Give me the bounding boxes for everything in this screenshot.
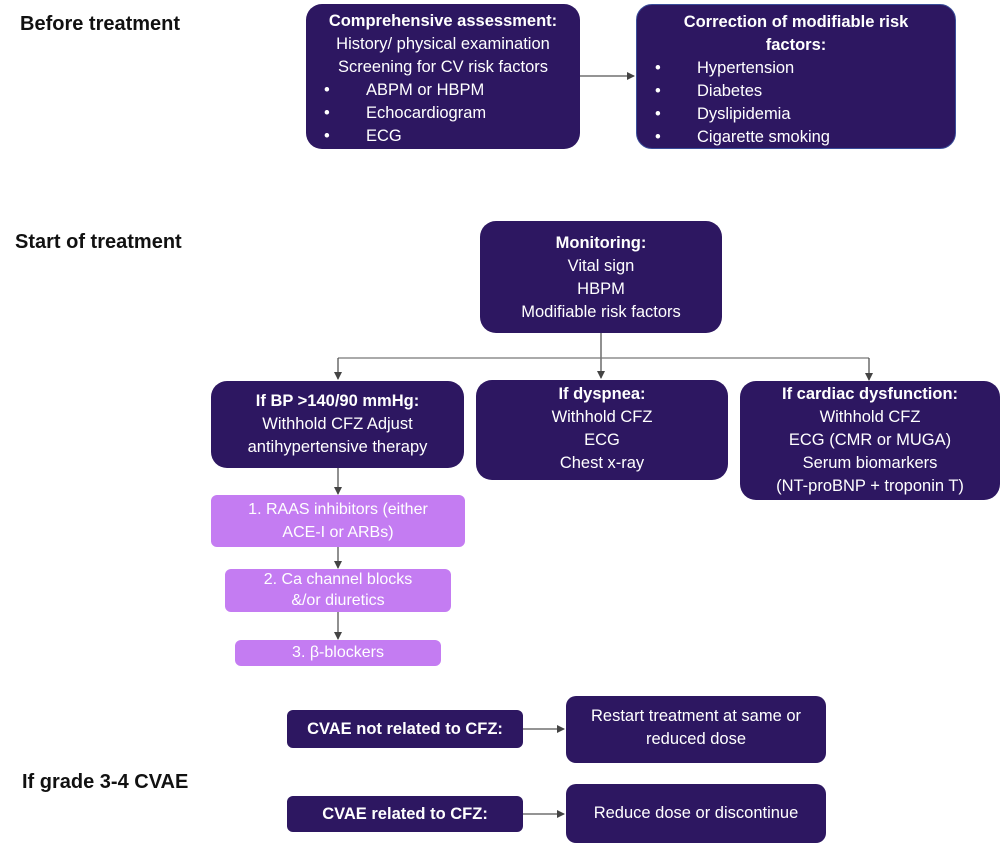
correction-bullet-item: • Hypertension	[637, 57, 955, 80]
bullet-text: Echocardiogram	[366, 104, 487, 122]
cardiac-line: ECG (CMR or MUGA)	[788, 431, 952, 449]
monitoring-line: HBPM	[577, 280, 625, 298]
assessment-line: History/ physical examination	[336, 35, 550, 53]
cvae-related-label: CVAE related to CFZ:	[322, 805, 488, 823]
bullet-icon: •	[324, 127, 330, 145]
bullet-text: Diabetes	[697, 82, 763, 100]
cvae-not-related-label: CVAE not related to CFZ:	[307, 720, 503, 738]
correction-risk-factors-box: Correction of modifiable risk factors: •…	[636, 4, 956, 149]
step-line: &/or diuretics	[291, 592, 385, 609]
restart-line: Restart treatment at same or	[591, 707, 801, 725]
bullet-icon: •	[655, 59, 661, 77]
bullet-icon: •	[324, 81, 330, 99]
assessment-bullet-item: • ABPM or HBPM	[306, 79, 580, 102]
section-label-start-of-treatment: Start of treatment	[15, 231, 182, 253]
assessment-bullet-list: • ABPM or HBPM • Echocardiogram • ECG	[306, 79, 580, 148]
bp-title: If BP >140/90 mmHg:	[255, 392, 420, 410]
bullet-icon: •	[655, 82, 661, 100]
step-3-beta-blockers-box: 3. β-blockers	[235, 640, 441, 666]
monitoring-title: Monitoring:	[555, 234, 647, 252]
restart-treatment-box: Restart treatment at same or reduced dos…	[566, 696, 826, 763]
cvae-not-related-box: CVAE not related to CFZ:	[287, 710, 523, 748]
step-2-ca-channel-box: 2. Ca channel blocks &/or diuretics	[225, 569, 451, 612]
step-line: 3. β-blockers	[292, 644, 384, 661]
correction-bullet-list: • Hypertension • Diabetes • Dyslipidemia • C…	[637, 57, 955, 149]
cardiac-line: (NT-proBNP + troponin T)	[776, 477, 964, 495]
assessment-line: Screening for CV risk factors	[338, 58, 548, 76]
cardiac-line: Serum biomarkers	[802, 454, 938, 472]
bullet-text: Dyslipidemia	[697, 105, 791, 123]
bullet-text: Cigarette smoking	[697, 128, 830, 146]
bp-line: antihypertensive therapy	[247, 438, 428, 456]
dyspnea-title: If dyspnea:	[558, 385, 646, 403]
bullet-text: Hypertension	[697, 59, 795, 77]
cardiac-dysfunction-box: If cardiac dysfunction: Withhold CFZ ECG…	[740, 381, 1000, 500]
dyspnea-line: Withhold CFZ	[551, 408, 653, 426]
dyspnea-line: ECG	[584, 431, 620, 449]
monitoring-box: Monitoring: Vital sign HBPM Modifiable r…	[480, 221, 722, 333]
reduce-dose-label: Reduce dose or discontinue	[593, 804, 799, 822]
dyspnea-box: If dyspnea: Withhold CFZ ECG Chest x-ray	[476, 380, 728, 480]
step-1-raas-box: 1. RAAS inhibitors (either ACE-I or ARBs…	[211, 495, 465, 547]
step-line: ACE-I or ARBs)	[282, 524, 394, 541]
dyspnea-line: Chest x-ray	[559, 454, 645, 472]
step-line: 2. Ca channel blocks	[263, 571, 413, 588]
bp-line: Withhold CFZ Adjust	[262, 415, 413, 433]
bullet-text: ABPM or HBPM	[366, 81, 485, 99]
monitoring-line: Modifiable risk factors	[521, 303, 681, 321]
cvae-related-box: CVAE related to CFZ:	[287, 796, 523, 832]
correction-bullet-item: • Dyslipidemia	[637, 103, 955, 126]
correction-title-line1: Correction of modifiable risk	[683, 13, 909, 31]
correction-bullet-item: • Cigarette smoking	[637, 126, 955, 149]
section-label-grade-3-4-cvae: If grade 3-4 CVAE	[22, 771, 189, 793]
correction-title-line2: factors:	[765, 36, 827, 54]
bp-box: If BP >140/90 mmHg: Withhold CFZ Adjust …	[211, 381, 464, 468]
assessment-title: Comprehensive assessment:	[328, 12, 558, 30]
section-label-before-treatment: Before treatment	[20, 13, 181, 35]
monitoring-line: Vital sign	[567, 257, 635, 275]
bullet-text: ECG	[366, 127, 402, 145]
step-line: 1. RAAS inhibitors (either	[248, 501, 428, 518]
correction-bullet-item: • Diabetes	[637, 80, 955, 103]
bullet-icon: •	[324, 104, 330, 122]
assessment-bullet-item: • ECG	[306, 125, 580, 148]
assessment-bullet-item: • Echocardiogram	[306, 102, 580, 125]
bullet-icon: •	[655, 105, 661, 123]
comprehensive-assessment-box: Comprehensive assessment: History/ physi…	[306, 4, 580, 149]
reduce-dose-box: Reduce dose or discontinue	[566, 784, 826, 843]
restart-line: reduced dose	[646, 730, 746, 748]
cardiac-line: Withhold CFZ	[819, 408, 921, 426]
cardiac-title: If cardiac dysfunction:	[781, 385, 959, 403]
bullet-icon: •	[655, 128, 661, 146]
